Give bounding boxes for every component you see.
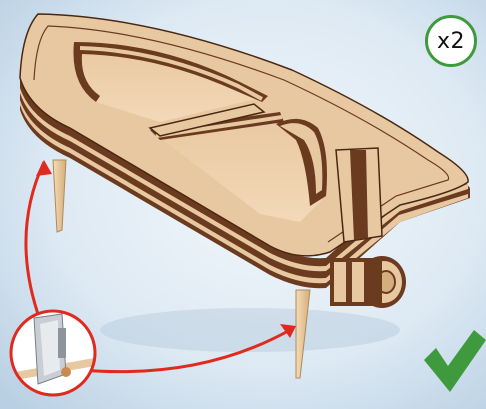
quantity-badge: x2 bbox=[425, 15, 477, 67]
quantity-label: x2 bbox=[437, 29, 465, 54]
